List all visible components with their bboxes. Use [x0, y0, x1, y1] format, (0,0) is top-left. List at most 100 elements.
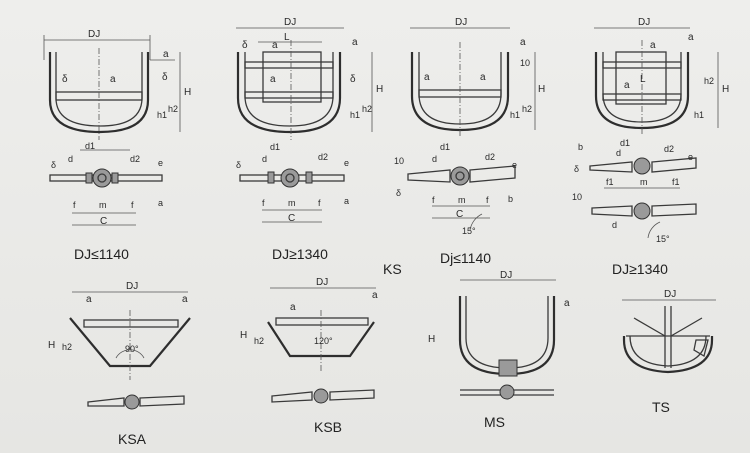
label-b-3: b	[508, 194, 513, 204]
label-H-2: H	[376, 84, 383, 95]
label-a-ms: a	[564, 298, 570, 309]
label-a-2r: a	[352, 37, 358, 48]
panel-ks-2-top: DJ L δ a a a δ H h1 h2	[236, 17, 383, 140]
label-d-4b: d	[612, 220, 617, 230]
label-a-3m: a	[480, 72, 486, 83]
label-e: e	[158, 158, 163, 168]
label-e-2: e	[344, 158, 349, 168]
label-e-3: e	[512, 160, 517, 170]
label-m-2: m	[288, 198, 296, 208]
caption-ks2-le: Dj≤1140	[440, 250, 491, 266]
label-f-3: f	[432, 195, 435, 205]
label-a-ksb: a	[290, 302, 296, 313]
label-h1: h1	[157, 110, 167, 120]
caption-ks-le: DJ≤1140	[74, 246, 129, 262]
label-d2-3: d2	[485, 152, 495, 162]
label-dj-ksa: DJ	[126, 281, 138, 292]
label-a-ksb-r: a	[372, 290, 378, 301]
label-delta: δ	[162, 72, 168, 83]
caption-ksa: KSA	[118, 431, 147, 447]
label-delta-2r: δ	[350, 74, 356, 85]
label-f-2: f	[262, 198, 265, 208]
label-a: a	[163, 49, 169, 60]
label-d: d	[68, 154, 73, 164]
label-15-3: 15°	[462, 226, 476, 236]
label-a-4r: a	[688, 32, 694, 43]
label-dj: DJ	[88, 29, 100, 40]
label-f: f	[73, 200, 76, 210]
label-10-4: 10	[572, 192, 582, 202]
label-H-ksb: H	[240, 330, 247, 341]
label-h2: h2	[168, 104, 178, 114]
label-delta-2: δ	[242, 40, 248, 51]
label-dj-4: DJ	[638, 17, 650, 28]
label-C-3: C	[456, 209, 463, 220]
panel-ksb: DJ a a H h2 120°	[240, 277, 378, 404]
label-d1-2: d1	[270, 142, 280, 152]
label-dj-ksb: DJ	[316, 277, 328, 288]
label-d-2: d	[262, 154, 267, 164]
label-delta-left: δ	[62, 74, 68, 85]
label-h2-ksa: h2	[62, 342, 72, 352]
panel-ks-1-top: DJ a δ δ a H h1 h2	[43, 29, 191, 140]
label-h2-ksb: h2	[254, 336, 264, 346]
label-f-3b: f	[486, 195, 489, 205]
label-H-3: H	[538, 84, 545, 95]
label-e-4: e	[688, 152, 693, 162]
label-C-2: C	[288, 213, 295, 224]
label-f2: f	[131, 200, 134, 210]
label-90: 90°	[125, 344, 139, 354]
label-delta-b: δ	[51, 160, 56, 170]
label-H: H	[184, 87, 191, 98]
label-H-4: H	[722, 84, 729, 95]
label-a-mid: a	[110, 74, 116, 85]
panel-ksa: DJ a a H h2 90°	[48, 281, 191, 410]
label-dj-ms: DJ	[500, 270, 512, 281]
label-C: C	[100, 216, 107, 227]
label-h1-2: h1	[350, 110, 360, 120]
label-h1-3: h1	[510, 110, 520, 120]
label-d2-2: d2	[318, 152, 328, 162]
label-d2: d2	[130, 154, 140, 164]
label-d1-3: d1	[440, 142, 450, 152]
label-h2-2: h2	[362, 104, 372, 114]
label-a-ksa-r: a	[182, 294, 188, 305]
label-m: m	[99, 200, 107, 210]
label-L-4: L	[640, 74, 646, 85]
label-b-4: b	[578, 142, 583, 152]
label-a-3l: a	[424, 72, 430, 83]
panel-ks-2-side: d1 d2 d δ e a f m f C	[236, 142, 349, 224]
label-h2-3: h2	[522, 104, 532, 114]
panel-ms: DJ a H	[428, 270, 570, 400]
caption-ms: MS	[484, 414, 505, 430]
label-15-4: 15°	[656, 234, 670, 244]
label-h1-4: h1	[694, 110, 704, 120]
label-d1: d1	[85, 141, 95, 151]
label-h2-4: h2	[704, 76, 714, 86]
panel-ks-1-side: d1 d2 d δ e a f m f C	[49, 141, 163, 227]
panel-ks-4-top: DJ a a L a H h1 h2	[594, 17, 729, 136]
label-delta-4: δ	[574, 164, 579, 174]
caption-ks2-ge: DJ≥1340	[612, 261, 668, 277]
caption-ksb: KSB	[314, 419, 342, 435]
label-m-4: m	[640, 177, 648, 187]
label-f1-4: f1	[606, 177, 614, 187]
label-delta-2b: δ	[236, 160, 241, 170]
label-d1-4: d1	[620, 138, 630, 148]
label-a-2: a	[272, 40, 278, 51]
caption-ks: KS	[383, 261, 402, 277]
label-f1-4b: f1	[672, 177, 680, 187]
label-a-b: a	[158, 198, 163, 208]
panel-ks-3-top: DJ a 10 a a H h1 h2	[410, 17, 545, 138]
label-delta-3: δ	[396, 188, 401, 198]
label-dj-3: DJ	[455, 17, 467, 28]
label-dj-2: DJ	[284, 17, 296, 28]
label-d-3: d	[432, 154, 437, 164]
label-H-ms: H	[428, 334, 435, 345]
label-d2-4: d2	[664, 144, 674, 154]
panel-ks-4-side: d1 d2 d b δ e f1 m f1 10 d 15°	[572, 138, 697, 244]
label-120: 120°	[314, 336, 333, 346]
label-a-2b: a	[344, 196, 349, 206]
